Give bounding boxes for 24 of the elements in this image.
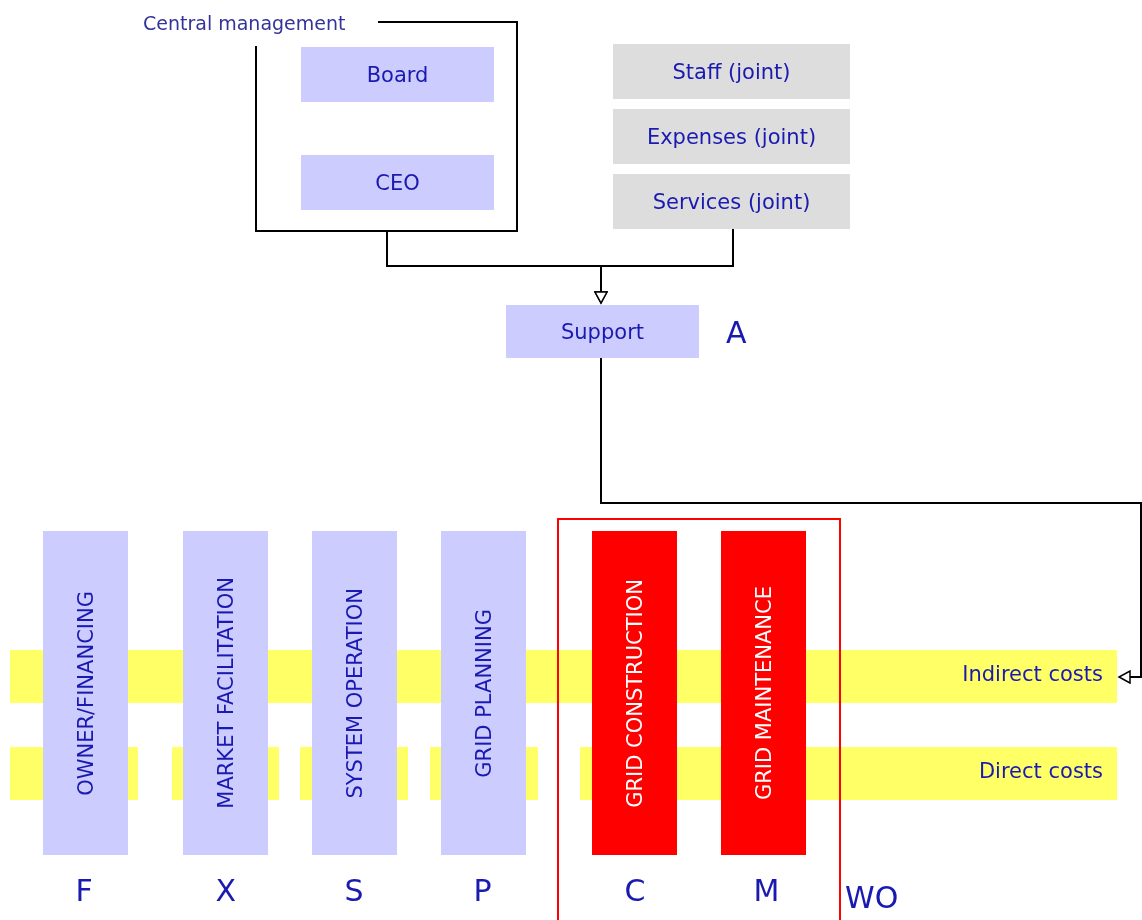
column-label: GRID CONSTRUCTION <box>622 578 647 808</box>
band-label: Direct costs <box>978 759 1103 783</box>
column-label: OWNER/FINANCING <box>73 590 98 796</box>
group-heading: WO <box>845 880 899 915</box>
column-label: MARKET FACILITATION <box>213 577 238 809</box>
node-letter: M <box>753 873 780 908</box>
column-label: GRID PLANNING <box>471 608 496 778</box>
process-box: Staff (joint) <box>613 44 850 99</box>
column-label: SYSTEM OPERATION <box>342 587 367 799</box>
connector-arrow <box>594 228 734 304</box>
process-box: Board <box>301 47 494 102</box>
group-heading: Central management <box>143 12 346 34</box>
connector-arrow <box>600 357 1142 684</box>
process-box: Services (joint) <box>613 174 850 229</box>
node-letter: C <box>624 873 646 908</box>
process-box: Expenses (joint) <box>613 109 850 164</box>
process-box: CEO <box>301 155 494 210</box>
column-label: GRID MAINTENANCE <box>751 585 776 801</box>
node-letter: A <box>726 315 747 350</box>
node-letter: F <box>75 873 93 908</box>
node-letter: S <box>344 873 364 908</box>
node-letter: P <box>473 873 492 908</box>
node-letter: X <box>215 873 237 908</box>
band-label: Indirect costs <box>962 662 1103 686</box>
